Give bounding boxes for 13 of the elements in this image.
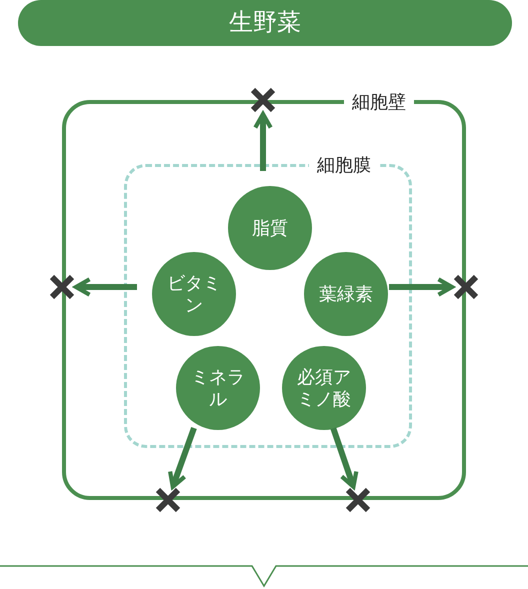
arrow: [389, 277, 454, 297]
cell-membrane-label: 細胞膜: [309, 156, 379, 174]
cross-mark-icon: [344, 486, 372, 514]
title-banner: 生野菜: [18, 0, 512, 46]
arrow: [330, 427, 358, 489]
cross-mark-icon: [452, 273, 480, 301]
cross-mark-icon: [48, 273, 76, 301]
cell-wall-label: 細胞壁: [344, 93, 414, 111]
cross-mark-icon: [154, 486, 182, 514]
arrow: [168, 427, 197, 489]
arrow: [253, 112, 273, 171]
arrow: [74, 277, 137, 297]
cross-mark-icon: [249, 86, 277, 114]
